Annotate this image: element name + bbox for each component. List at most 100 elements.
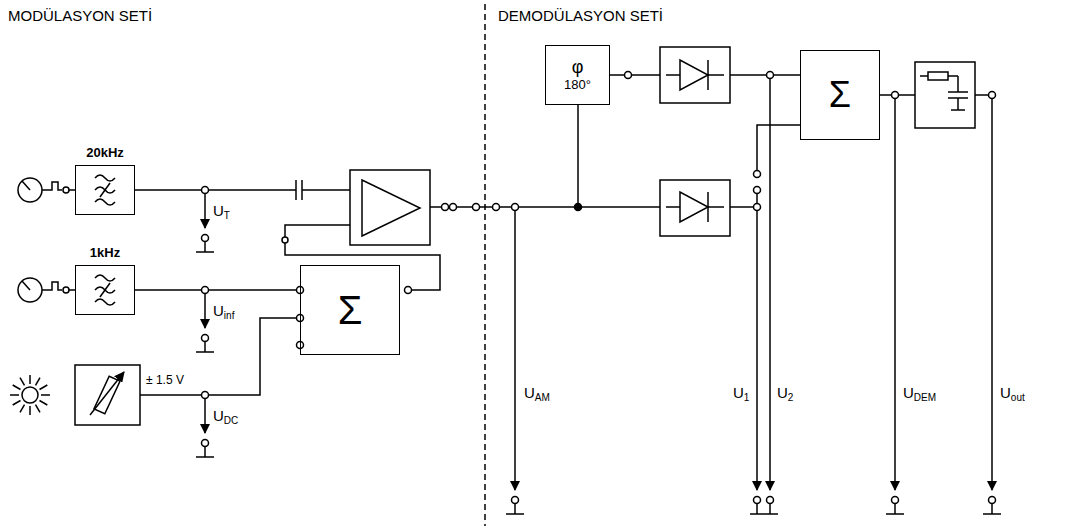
signal-name: U2 [777, 385, 793, 403]
signal-generator [63, 187, 69, 193]
ground-terminal [989, 497, 996, 504]
section-divider [484, 4, 486, 526]
signal-generator [63, 287, 69, 293]
capacitor-symbol [296, 180, 302, 200]
signal-name: UT [213, 203, 230, 221]
phase-shifter-box: φ180° [545, 45, 610, 105]
terminal [202, 287, 209, 294]
node-text: Σ [829, 75, 851, 115]
wire [135, 189, 350, 191]
signal-name: Uinf [213, 303, 234, 321]
summer-box: Σ [300, 265, 400, 355]
ground-terminal [764, 497, 778, 515]
signal-generator [42, 189, 48, 191]
measure-arrow [204, 399, 206, 433]
wire [880, 95, 992, 490]
wire [577, 105, 579, 207]
terminal [282, 237, 288, 243]
wire [140, 394, 202, 396]
rc-lowpass-filter [948, 91, 968, 93]
ldr-symbol [75, 365, 140, 425]
wire [135, 189, 296, 191]
wire [610, 74, 660, 76]
measure-arrow [204, 194, 206, 228]
connector-terminals [473, 204, 480, 211]
junction-dot [575, 204, 582, 211]
summer-terminals [297, 287, 412, 349]
signal-generator [22, 181, 30, 190]
measure-arrow [204, 294, 206, 328]
filter-symbol [95, 175, 115, 205]
ground-terminal [506, 513, 524, 515]
filter-symbol [100, 283, 110, 297]
jumper-terminals [754, 72, 774, 211]
capacitor-symbol [295, 180, 297, 200]
ldr-symbol [75, 365, 140, 425]
section-heading: MODÜLASYON SETİ [8, 8, 152, 25]
ground-terminal [202, 440, 209, 447]
connector-terminals [493, 204, 500, 211]
wire [209, 318, 297, 395]
ground-terminal [196, 351, 214, 353]
connector-terminals [989, 92, 996, 99]
ground-terminal [756, 504, 758, 515]
wire [975, 94, 989, 96]
node-text: 180° [564, 78, 591, 92]
light-source [29, 406, 31, 415]
light-source [13, 401, 21, 406]
measure-arrow [514, 211, 516, 490]
diode-rectifier [660, 180, 730, 236]
diode-rectifier [708, 206, 724, 208]
ground-terminal [764, 513, 778, 515]
filter-box: 1kHz [75, 265, 135, 315]
ground-terminal [196, 335, 214, 353]
diode-rectifier [666, 74, 680, 76]
terminal [202, 392, 209, 399]
ground-terminal [196, 440, 214, 458]
wire [285, 225, 440, 290]
filter-box: 20kHz [75, 165, 135, 215]
ground-terminal [204, 242, 206, 253]
section-heading: DEMODÜLASYON SETİ [498, 8, 663, 25]
light-source [36, 378, 41, 386]
light-source [40, 401, 48, 406]
diode-rectifier [680, 192, 708, 222]
filter-symbol [95, 175, 115, 181]
signal-generator [18, 178, 75, 202]
wire [730, 74, 800, 76]
ground-terminal [754, 497, 761, 504]
filter-symbol [95, 275, 115, 281]
wire [140, 318, 297, 395]
jumper-terminals [754, 171, 761, 178]
signal-generator [48, 282, 62, 290]
diode-rectifier [708, 74, 724, 76]
connector-terminals [442, 204, 449, 211]
signal-generator [18, 278, 75, 302]
rc-lowpass-filter [957, 98, 959, 110]
signal-generator [18, 278, 42, 302]
modulator-amplifier [350, 170, 430, 245]
diode-rectifier [660, 47, 730, 103]
connector-terminals [892, 92, 899, 99]
wire [302, 189, 350, 191]
signal-wire [135, 289, 300, 291]
signal-name: UAM [524, 385, 550, 403]
measure-arrow [204, 399, 206, 433]
jumper-terminals [754, 204, 761, 211]
ground-terminal [514, 504, 516, 515]
wire [730, 206, 754, 208]
wire [730, 75, 800, 490]
filter-symbol [95, 199, 115, 205]
ground-terminal [983, 513, 1001, 515]
ground-terminal [886, 497, 904, 515]
capacitor-symbol [301, 180, 303, 200]
connector-terminals [892, 92, 996, 99]
connector-terminals [442, 72, 632, 211]
terminal [202, 187, 209, 194]
connector-terminals [450, 204, 457, 211]
light-source [22, 387, 38, 403]
jumper-terminals [754, 187, 761, 194]
rc-lowpass-filter [915, 62, 975, 128]
node-text: Σ [338, 288, 363, 332]
